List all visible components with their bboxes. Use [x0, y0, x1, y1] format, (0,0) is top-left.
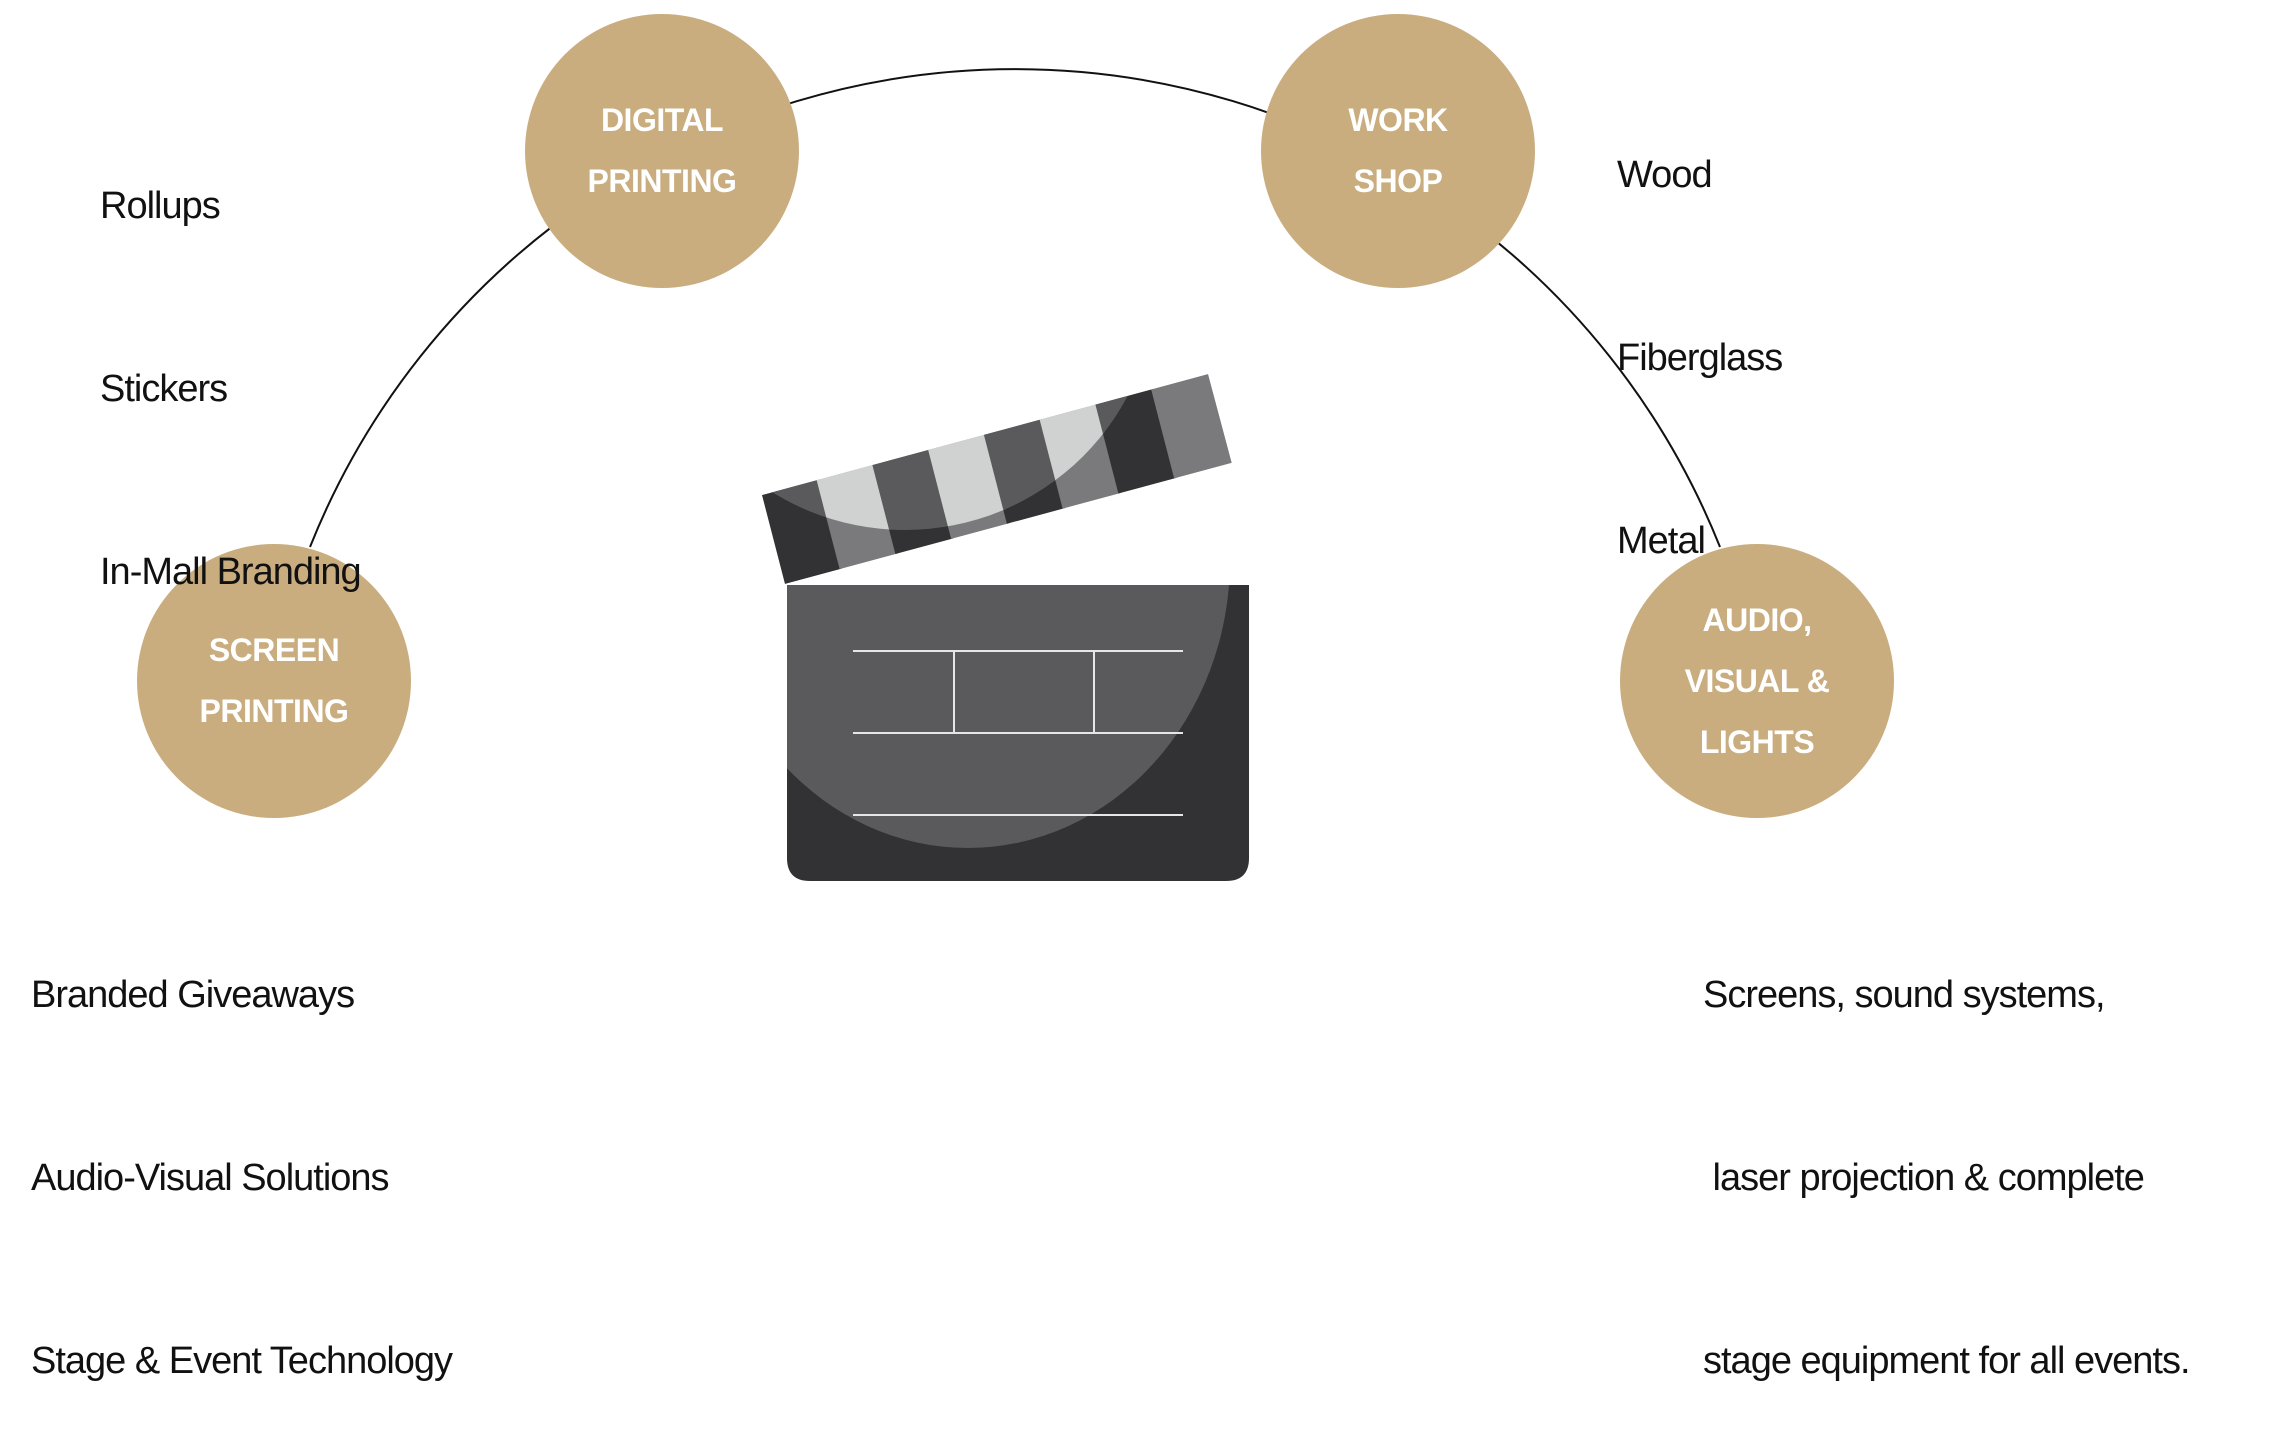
- list-item: stage equipment for all events.: [1703, 1340, 2191, 1382]
- work-shop-items: Wood Fiberglass Metal: [1617, 23, 1783, 633]
- node-label: WORK: [1348, 102, 1448, 138]
- list-item: Branded Giveaways: [31, 974, 355, 1016]
- clapper-stripe: [872, 449, 954, 530]
- node-label: VISUAL &: [1684, 662, 1830, 699]
- list-item: In-Mall Branding: [100, 551, 362, 593]
- node-label: PRINTING: [587, 163, 737, 199]
- node-label: LIGHTS: [1699, 723, 1815, 760]
- clapper-stripe: [928, 434, 1010, 530]
- node-label: PRINTING: [199, 693, 349, 729]
- node-label: SCREEN: [208, 632, 340, 668]
- list-item: Audio-Visual Solutions: [31, 1157, 390, 1199]
- list-item: Screens, sound systems,: [1703, 974, 2106, 1016]
- clapper-stripe: [816, 464, 898, 530]
- node-label: SHOP: [1353, 163, 1443, 199]
- screen-printing-items: Branded Giveaways Audio-Visual Solutions…: [31, 843, 453, 1453]
- node-screen-printing: SCREEN PRINTING: [137, 544, 411, 818]
- node-audio-visual-lights: AUDIO, VISUAL & LIGHTS: [1620, 544, 1894, 818]
- connector-arc: [309, 68, 1721, 548]
- node-label: DIGITAL: [600, 102, 724, 138]
- list-item: Stage & Event Technology: [31, 1340, 453, 1382]
- audio-visual-items: Screens, sound systems, laser projection…: [1703, 843, 2191, 1453]
- clapper-stripe: [1151, 374, 1232, 479]
- digital-printing-items: Rollups Stickers In-Mall Branding: [100, 54, 362, 664]
- clapperboard-stick: [762, 374, 1232, 584]
- list-item: Wood: [1617, 154, 1713, 196]
- clapperboard-lines: [853, 650, 1183, 816]
- list-item: Metal: [1617, 520, 1706, 562]
- clapperboard-icon: [762, 374, 1249, 881]
- node-digital-printing: DIGITAL PRINTING: [525, 14, 799, 288]
- list-item: laser projection & complete: [1703, 1157, 2145, 1199]
- node-label: AUDIO,: [1702, 601, 1813, 638]
- list-item: Fiberglass: [1617, 337, 1783, 379]
- diagram-graphics: [309, 68, 1721, 881]
- list-item: Rollups: [100, 185, 221, 227]
- node-work-shop: WORK SHOP: [1261, 14, 1535, 288]
- list-item: Stickers: [100, 368, 228, 410]
